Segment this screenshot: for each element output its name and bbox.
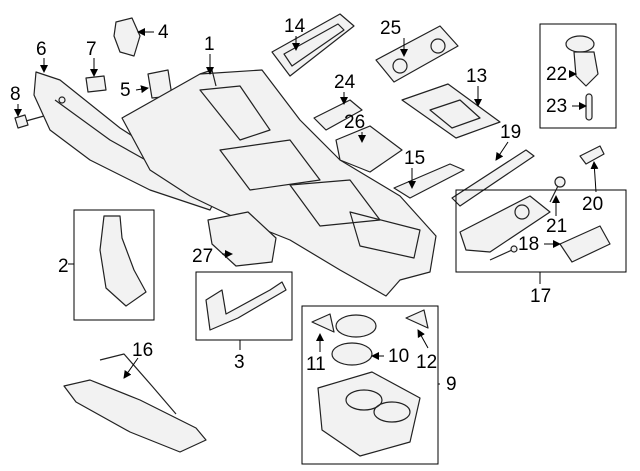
callout-24: 24 bbox=[334, 72, 356, 93]
bolt-part bbox=[489, 245, 518, 261]
callout-10: 10 bbox=[388, 346, 409, 367]
socket-pin-part bbox=[585, 93, 593, 121]
bracket-part bbox=[113, 17, 141, 57]
callout-9: 9 bbox=[446, 374, 457, 395]
knob-part bbox=[579, 145, 605, 165]
callout-23: 23 bbox=[546, 96, 567, 117]
leader-lines bbox=[14, 28, 599, 385]
callout-8: 8 bbox=[10, 84, 21, 105]
callout-labels: 1 2 3 4 5 6 7 8 9 10 11 12 13 14 15 16 1… bbox=[10, 16, 603, 395]
callout-2: 2 bbox=[58, 256, 69, 277]
callout-21: 21 bbox=[546, 216, 567, 237]
callout-4: 4 bbox=[158, 22, 169, 43]
switch-part bbox=[313, 99, 363, 131]
trim-strip-part bbox=[393, 163, 465, 199]
callout-27: 27 bbox=[192, 246, 213, 267]
callout-25: 25 bbox=[380, 18, 401, 39]
callout-16: 16 bbox=[132, 340, 153, 361]
callout-26: 26 bbox=[344, 112, 365, 133]
callout-12: 12 bbox=[416, 352, 437, 373]
callout-18: 18 bbox=[518, 234, 539, 255]
callout-6: 6 bbox=[36, 39, 47, 60]
cupholder-box bbox=[301, 305, 439, 465]
shifter-box bbox=[455, 189, 627, 273]
callout-15: 15 bbox=[404, 148, 425, 169]
callout-17: 17 bbox=[530, 286, 551, 307]
left-bracket-part bbox=[99, 215, 147, 307]
long-trim-part bbox=[451, 149, 535, 207]
screw-part bbox=[14, 114, 45, 129]
callout-22: 22 bbox=[546, 64, 567, 85]
callout-1: 1 bbox=[204, 34, 215, 55]
clip-part bbox=[85, 75, 107, 93]
cup-mat-lower-part bbox=[331, 342, 373, 366]
callout-13: 13 bbox=[466, 66, 487, 87]
bolt-small-part bbox=[549, 176, 566, 203]
callout-14: 14 bbox=[284, 16, 306, 37]
climate-control-part bbox=[375, 25, 459, 83]
lower-bracket-box bbox=[195, 271, 293, 341]
mat-right-part bbox=[405, 309, 429, 329]
callout-7: 7 bbox=[86, 39, 97, 60]
callout-5: 5 bbox=[120, 80, 131, 101]
callout-20: 20 bbox=[582, 194, 603, 215]
callout-3: 3 bbox=[234, 352, 245, 373]
air-duct-part bbox=[63, 353, 207, 453]
left-bracket-box bbox=[73, 209, 155, 321]
callout-19: 19 bbox=[500, 122, 521, 143]
switch-insert-part bbox=[559, 225, 611, 263]
mat-left-part bbox=[311, 313, 335, 333]
socket-box bbox=[539, 23, 617, 129]
callout-11: 11 bbox=[306, 354, 326, 375]
cupholder-part bbox=[317, 371, 421, 457]
power-socket-part bbox=[565, 35, 599, 87]
trim-bezel-part bbox=[271, 13, 355, 77]
console-body-part bbox=[121, 69, 437, 297]
cup-mat-upper-part bbox=[335, 314, 377, 338]
lower-bracket-part bbox=[205, 281, 287, 331]
switch-panel-part bbox=[335, 125, 403, 173]
storage-mat-part bbox=[401, 83, 501, 139]
shifter-trim-part bbox=[459, 195, 551, 253]
